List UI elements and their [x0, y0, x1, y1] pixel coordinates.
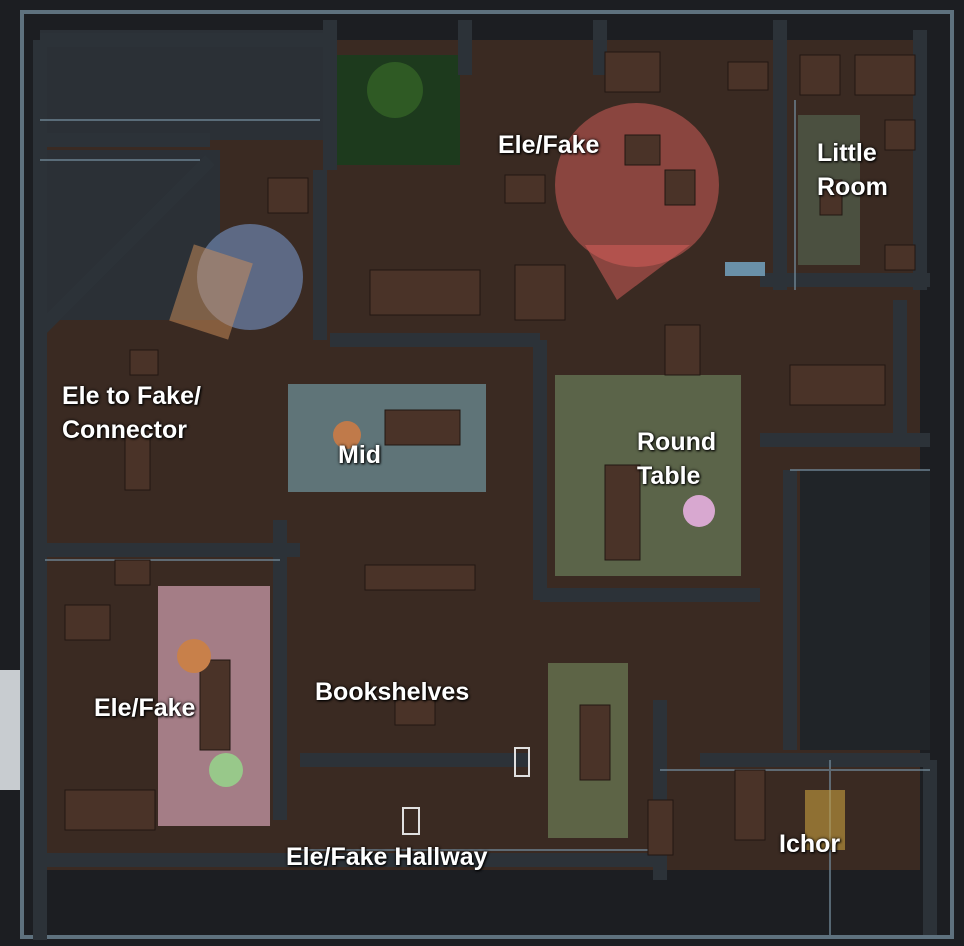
round-table-rug — [555, 375, 741, 576]
bookshelves-door — [514, 747, 530, 777]
label-ele-to-fake-line1: Ele to Fake/ — [62, 382, 201, 410]
mid-round-table — [333, 421, 361, 449]
orange-vision-cone — [169, 244, 253, 340]
label-ichor: Ichor — [779, 830, 841, 858]
round-table-icon — [683, 495, 715, 527]
outer-walls — [20, 10, 954, 939]
label-little-room-line1: Little — [817, 139, 877, 167]
little-room-screen — [725, 262, 765, 276]
label-round-table-line2: Table — [637, 462, 701, 490]
red-vision-tip — [585, 245, 690, 300]
label-ele-fake-hallway: Ele/Fake Hallway — [286, 843, 488, 871]
hallway-door — [402, 807, 420, 835]
left-round-table-1 — [177, 639, 211, 673]
upper-left-room — [40, 30, 330, 140]
red-vision-cone — [555, 103, 719, 267]
blue-wall-edges — [40, 100, 930, 935]
label-ele-to-fake-line2: Connector — [62, 416, 187, 444]
wall-lines — [33, 20, 937, 940]
tree-icon — [367, 62, 423, 118]
label-ele-fake-left: Ele/Fake — [94, 694, 196, 722]
label-round-table-line1: Round — [637, 428, 717, 456]
label-bookshelves: Bookshelves — [315, 678, 470, 706]
left-round-table-2 — [209, 753, 243, 787]
left-exit — [0, 670, 20, 790]
furniture — [64, 51, 916, 856]
ichor-window — [805, 790, 845, 850]
label-little-room-line2: Room — [817, 173, 888, 201]
label-ele-fake-top: Ele/Fake — [498, 131, 600, 159]
label-mid: Mid — [338, 441, 382, 469]
